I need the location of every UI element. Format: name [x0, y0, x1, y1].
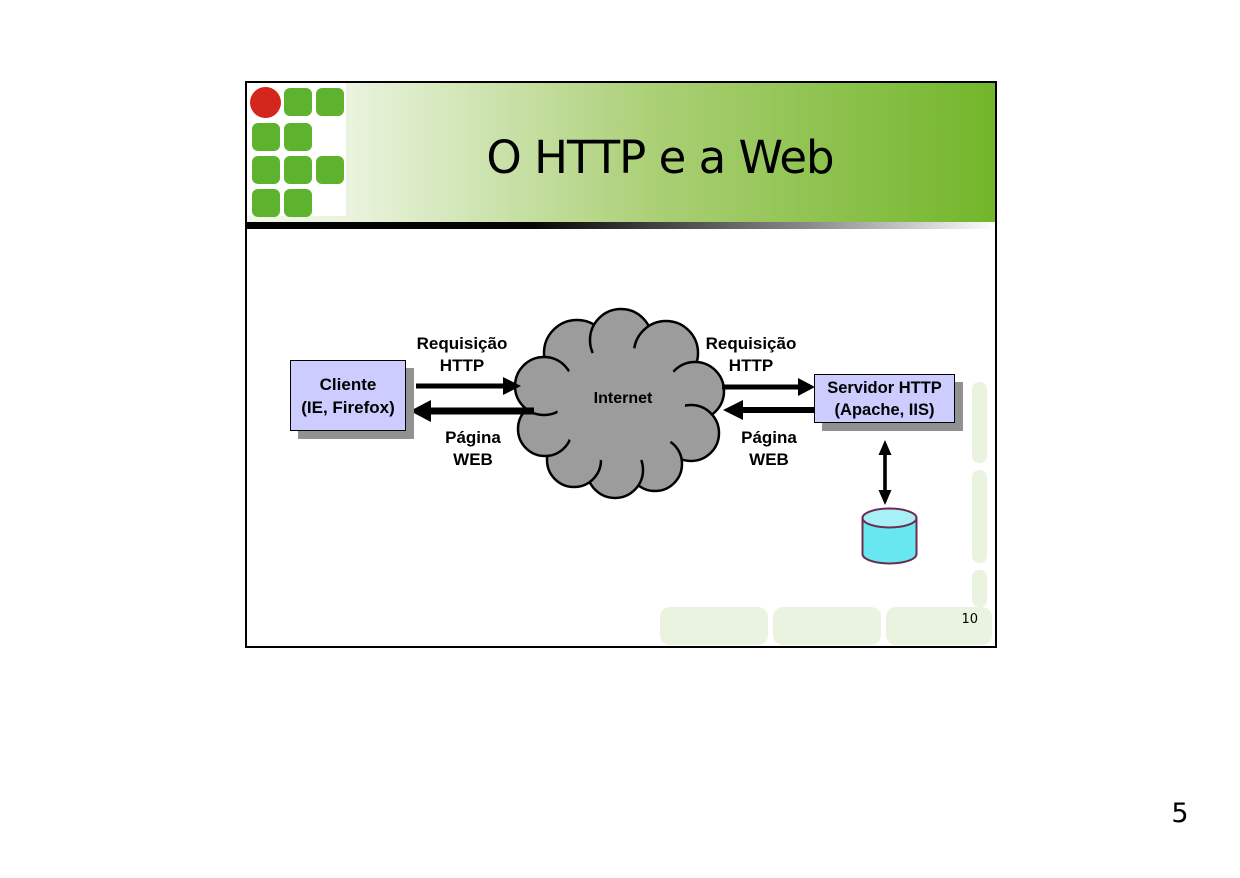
right-request-line2: HTTP — [728, 356, 774, 375]
request-arrow-right-icon — [722, 378, 815, 396]
slide-title: O HTTP e a Web — [486, 131, 834, 184]
right-request-label: Requisição HTTP — [681, 333, 821, 377]
http-web-diagram — [410, 307, 918, 565]
left-request-label: Requisição HTTP — [392, 333, 532, 377]
right-response-line2: WEB — [749, 450, 789, 469]
logo-square-icon — [252, 189, 280, 217]
logo-square-icon — [284, 123, 312, 151]
decorative-rounded-rect — [773, 607, 881, 645]
left-response-line2: WEB — [453, 450, 493, 469]
logo-red-circle-icon — [250, 87, 281, 118]
decorative-rounded-rect — [972, 470, 987, 563]
logo-square-icon — [316, 88, 344, 116]
header-divider-bar — [247, 222, 995, 229]
response-arrow-left-icon — [410, 400, 534, 422]
left-response-line1: Página — [445, 428, 501, 447]
internet-cloud-icon — [513, 307, 726, 500]
decorative-rounded-rect — [660, 607, 768, 645]
database-icon — [861, 507, 918, 565]
decorative-rounded-rect — [972, 570, 987, 607]
server-database-arrow-icon — [878, 440, 892, 505]
left-response-label: Página WEB — [403, 427, 543, 471]
client-label-line2: (IE, Firefox) — [301, 397, 395, 417]
client-node: Cliente (IE, Firefox) — [290, 360, 406, 431]
request-arrow-left-icon — [416, 377, 521, 395]
internet-label: Internet — [593, 390, 653, 407]
slide-header: O HTTP e a Web — [247, 83, 995, 222]
right-request-line1: Requisição — [705, 334, 797, 353]
right-response-label: Página WEB — [699, 427, 839, 471]
left-request-line1: Requisição — [416, 334, 508, 353]
slide-page-number: 10 — [961, 612, 978, 627]
slide: O HTTP e a Web 10 — [245, 81, 997, 648]
server-node: Servidor HTTP (Apache, IIS) — [814, 374, 955, 423]
logo-square-icon — [284, 156, 312, 184]
logo-square-icon — [284, 189, 312, 217]
server-label-line1: Servidor HTTP — [827, 378, 942, 397]
server-label-line2: (Apache, IIS) — [834, 400, 935, 419]
page-number: 5 — [1171, 798, 1189, 829]
logo-square-icon — [284, 88, 312, 116]
logo-square-icon — [252, 156, 280, 184]
decorative-rounded-rect — [972, 382, 987, 463]
logo-square-icon — [252, 123, 280, 151]
decorative-rounded-rect — [886, 607, 992, 645]
response-arrow-right-icon — [723, 400, 817, 420]
right-response-line1: Página — [741, 428, 797, 447]
left-request-line2: HTTP — [439, 356, 485, 375]
institution-logo — [247, 83, 346, 217]
client-label-line1: Cliente — [319, 374, 377, 394]
logo-square-icon — [316, 156, 344, 184]
